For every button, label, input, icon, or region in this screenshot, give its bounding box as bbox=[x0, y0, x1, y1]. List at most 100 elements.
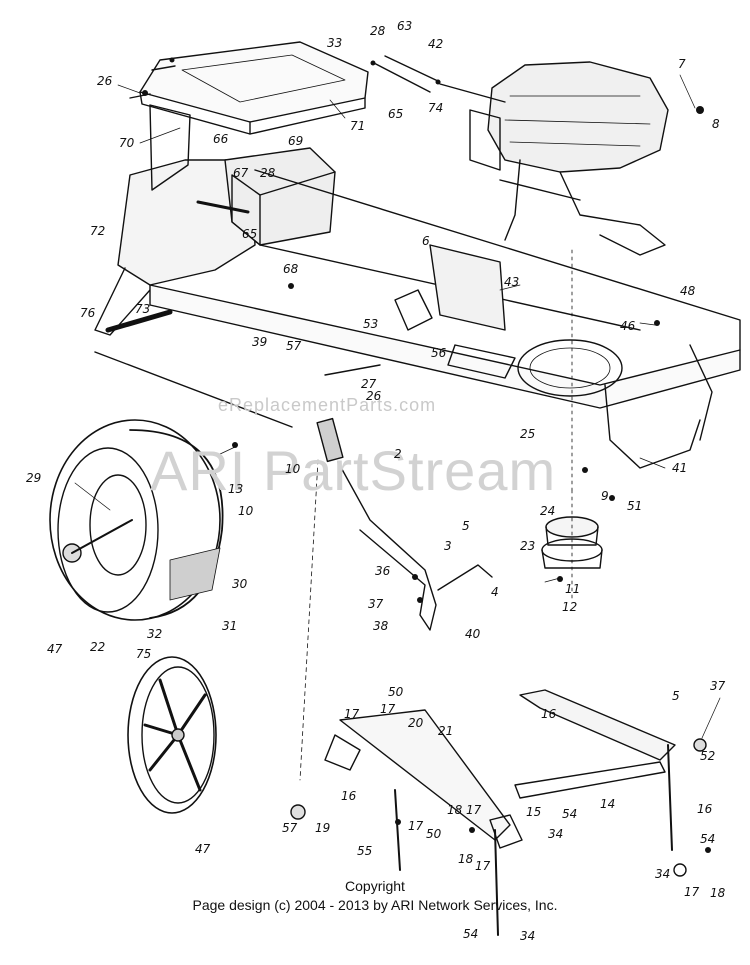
callout-label: 18 bbox=[710, 886, 726, 900]
callout-label: 26 bbox=[97, 74, 113, 88]
callout-label: 40 bbox=[465, 627, 481, 641]
callout-label: 17 bbox=[380, 702, 396, 716]
axle-drawing bbox=[94, 309, 381, 428]
callout-label: 15 bbox=[526, 805, 542, 819]
watermark-brand: ARI PartStream bbox=[150, 439, 557, 502]
callout-label: 50 bbox=[426, 827, 442, 841]
callout-label: 8 bbox=[712, 117, 720, 131]
callout-label: 28 bbox=[260, 166, 276, 180]
callout-label: 13 bbox=[228, 482, 244, 496]
hardware-drawing bbox=[142, 57, 711, 853]
callout-label: 5 bbox=[672, 689, 680, 703]
callout-label: 46 bbox=[620, 319, 636, 333]
callout-label: 27 bbox=[361, 377, 377, 391]
callout-label: 51 bbox=[627, 499, 643, 513]
callout-label: 47 bbox=[47, 642, 63, 656]
callout-label: 42 bbox=[428, 37, 444, 51]
callout-label: 9 bbox=[601, 489, 609, 503]
callout-label: 66 bbox=[213, 132, 229, 146]
engine-drawing bbox=[469, 61, 669, 256]
callout-label: 30 bbox=[232, 577, 248, 591]
callout-label: 43 bbox=[504, 275, 520, 289]
throttle-rod-drawing bbox=[196, 55, 506, 214]
footer-copyright: Copyright bbox=[345, 878, 405, 894]
callout-label: 63 bbox=[397, 19, 413, 33]
callout-label: 50 bbox=[388, 685, 404, 699]
pulley-drawing bbox=[541, 249, 603, 601]
callout-label: 14 bbox=[600, 797, 616, 811]
callout-label: 37 bbox=[368, 597, 384, 611]
callout-label: 16 bbox=[541, 707, 557, 721]
callout-label: 39 bbox=[252, 335, 268, 349]
callout-label: 73 bbox=[135, 302, 151, 316]
callout-label: 34 bbox=[548, 827, 564, 841]
callout-label: 7 bbox=[678, 57, 686, 71]
callout-label: 21 bbox=[438, 724, 454, 738]
callout-label: 34 bbox=[655, 867, 671, 881]
callout-label: 10 bbox=[285, 462, 301, 476]
callout-label: 75 bbox=[136, 647, 152, 661]
callout-label: 5 bbox=[462, 519, 470, 533]
callout-label: 26 bbox=[366, 389, 382, 403]
fender-drawing bbox=[94, 104, 256, 336]
shift-lever-drawing bbox=[299, 417, 493, 781]
callout-label: 6 bbox=[422, 234, 430, 248]
callout-label: 53 bbox=[363, 317, 379, 331]
callout-label: 70 bbox=[119, 136, 135, 150]
callout-label: 28 bbox=[370, 24, 386, 38]
callout-label: 20 bbox=[408, 716, 424, 730]
callout-label: 41 bbox=[672, 461, 688, 475]
bracket-plate-drawing bbox=[394, 244, 516, 379]
front-axle-drawing bbox=[290, 689, 707, 936]
callout-label: 54 bbox=[463, 927, 479, 941]
callout-label: 57 bbox=[282, 821, 298, 835]
callout-label: 18 bbox=[458, 852, 474, 866]
callout-label: 22 bbox=[90, 640, 106, 654]
callout-label: 76 bbox=[80, 306, 96, 320]
callout-label: 17 bbox=[684, 885, 700, 899]
callout-label: 52 bbox=[700, 749, 716, 763]
hub-cap-drawing bbox=[127, 656, 217, 814]
leader-lines bbox=[74, 74, 721, 739]
callout-label: 36 bbox=[375, 564, 391, 578]
callout-label: 17 bbox=[475, 859, 491, 873]
callout-label: 4 bbox=[491, 585, 499, 599]
callout-label: 37 bbox=[710, 679, 726, 693]
callout-label: 56 bbox=[431, 346, 447, 360]
callout-label: 18 bbox=[447, 803, 463, 817]
footer-credit: Page design (c) 2004 - 2013 by ARI Netwo… bbox=[192, 897, 558, 913]
callout-label: 74 bbox=[428, 101, 444, 115]
callout-label: 65 bbox=[388, 107, 404, 121]
callout-label: 68 bbox=[283, 262, 299, 276]
callout-label: 55 bbox=[357, 844, 373, 858]
callout-label: 11 bbox=[565, 582, 581, 596]
callout-label: 17 bbox=[408, 819, 424, 833]
callout-label: 31 bbox=[222, 619, 238, 633]
callout-label: 54 bbox=[562, 807, 578, 821]
callout-label: 67 bbox=[233, 166, 249, 180]
callout-label: 65 bbox=[242, 227, 258, 241]
seat-drawing bbox=[129, 41, 369, 135]
callout-label: 48 bbox=[680, 284, 696, 298]
callout-label: 33 bbox=[327, 36, 343, 50]
callout-label: 34 bbox=[520, 929, 536, 943]
callout-label: 54 bbox=[700, 832, 716, 846]
callout-label: 23 bbox=[520, 539, 536, 553]
callout-label: 17 bbox=[466, 803, 482, 817]
callout-label: 57 bbox=[286, 339, 302, 353]
callout-label: 10 bbox=[238, 504, 254, 518]
callout-label: 47 bbox=[195, 842, 211, 856]
callout-label: 17 bbox=[344, 707, 360, 721]
callout-label: 16 bbox=[341, 789, 357, 803]
callout-label: 24 bbox=[540, 504, 556, 518]
callout-label: 29 bbox=[26, 471, 42, 485]
callout-label: 38 bbox=[373, 619, 389, 633]
callout-label: 2 bbox=[394, 447, 402, 461]
watermark-site: eReplacementParts.com bbox=[218, 395, 437, 415]
callout-label: 19 bbox=[315, 821, 331, 835]
callout-label: 72 bbox=[90, 224, 106, 238]
callout-label: 16 bbox=[697, 802, 713, 816]
callout-label: 12 bbox=[562, 600, 578, 614]
callout-label: 71 bbox=[350, 119, 366, 133]
